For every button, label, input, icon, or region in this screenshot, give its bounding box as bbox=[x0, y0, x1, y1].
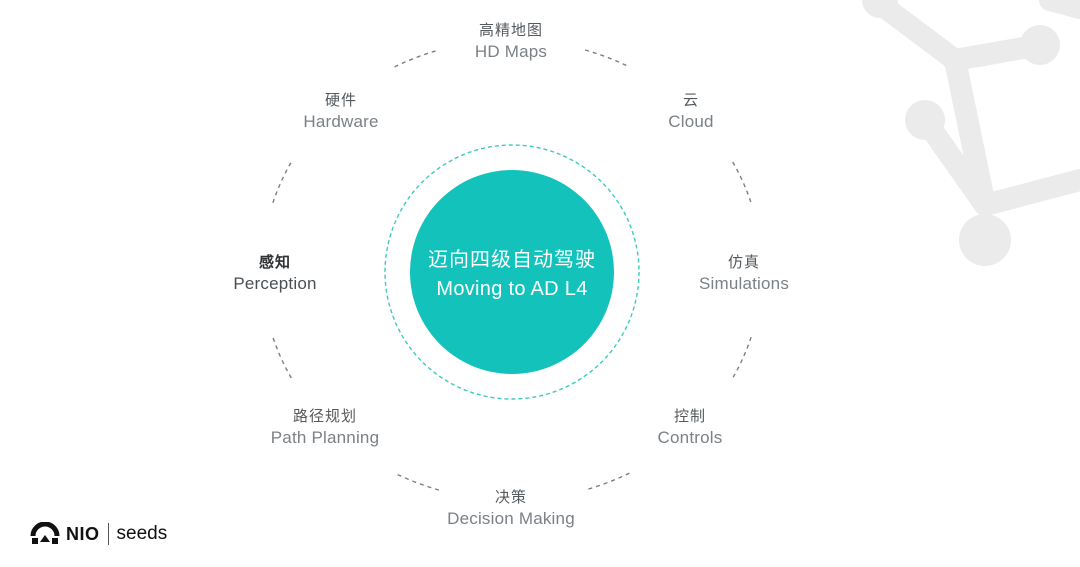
dashed-arc-4 bbox=[584, 472, 630, 491]
node-cloud-en: Cloud bbox=[668, 112, 714, 131]
nio-logo-icon bbox=[30, 522, 60, 544]
brand-name: NIO bbox=[66, 523, 100, 544]
node-perception-zh: 感知 bbox=[258, 253, 291, 271]
node-path-planning: 路径规划 Path Planning bbox=[225, 407, 425, 448]
dashed-arc-6 bbox=[272, 336, 292, 379]
node-hardware: 硬件 Hardware bbox=[241, 91, 441, 132]
node-decision-making: 决策 Decision Making bbox=[411, 488, 611, 529]
cycle-dashed-arcs bbox=[272, 49, 752, 491]
center-title-en: Moving to AD L4 bbox=[436, 278, 588, 300]
node-cloud-zh: 云 bbox=[682, 91, 699, 109]
dashed-arc-7 bbox=[272, 161, 292, 204]
brand-subname: seeds bbox=[116, 523, 168, 544]
node-decision-making-zh: 决策 bbox=[494, 488, 527, 506]
center-goal-circle: 迈向四级自动驾驶 Moving to AD L4 bbox=[410, 170, 614, 374]
node-simulations-zh: 仿真 bbox=[727, 253, 760, 271]
node-hd-maps: 高精地图 HD Maps bbox=[411, 21, 611, 62]
dashed-arc-2 bbox=[732, 161, 752, 204]
node-simulations-en: Simulations bbox=[698, 274, 790, 293]
node-path-planning-en: Path Planning bbox=[270, 428, 380, 447]
node-simulations: 仿真 Simulations bbox=[644, 253, 844, 294]
tree-nodes bbox=[862, 0, 1060, 266]
node-perception: 感知 Perception bbox=[175, 253, 375, 294]
brand-logo: NIO seeds bbox=[30, 518, 167, 550]
node-controls-zh: 控制 bbox=[673, 407, 706, 425]
center-dashed-ring bbox=[384, 144, 640, 400]
brand-separator bbox=[107, 523, 109, 545]
node-hardware-zh: 硬件 bbox=[324, 91, 357, 109]
dashed-arc-1 bbox=[584, 49, 630, 68]
center-title-zh: 迈向四级自动驾驶 bbox=[428, 247, 596, 271]
dashed-arc-5 bbox=[394, 472, 440, 491]
node-path-planning-zh: 路径规划 bbox=[292, 407, 357, 425]
node-hd-maps-zh: 高精地图 bbox=[478, 21, 543, 39]
node-hd-maps-en: HD Maps bbox=[474, 42, 548, 61]
node-controls: 控制 Controls bbox=[590, 407, 790, 448]
node-cloud: 云 Cloud bbox=[591, 91, 791, 132]
node-decision-making-en: Decision Making bbox=[447, 509, 575, 528]
node-perception-en: Perception bbox=[233, 274, 317, 293]
dashed-arc-8 bbox=[394, 49, 440, 68]
dashed-arc-3 bbox=[732, 336, 752, 379]
node-hardware-en: Hardware bbox=[303, 112, 379, 131]
node-controls-en: Controls bbox=[657, 428, 723, 447]
